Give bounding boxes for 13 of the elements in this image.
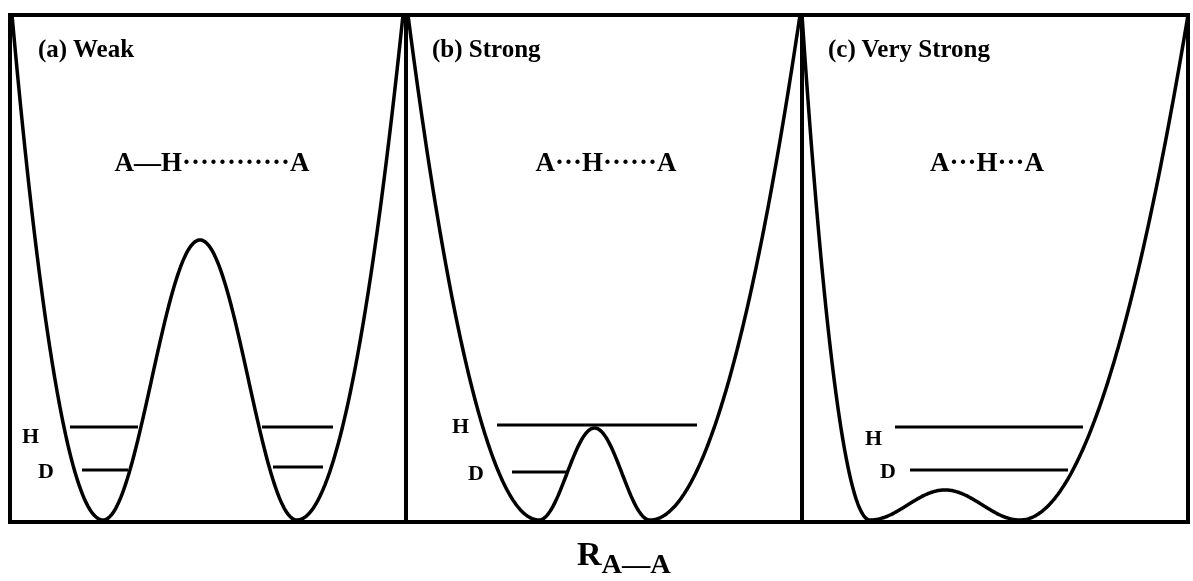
panel-title: (a) Weak bbox=[38, 35, 135, 63]
energy-level-label: H bbox=[452, 413, 470, 439]
bond-notation: A···H······A bbox=[534, 147, 678, 178]
bond-notation: A···H···A bbox=[929, 147, 1045, 178]
energy-level-label: D bbox=[468, 460, 484, 486]
panel-title: (b) Strong bbox=[432, 35, 541, 63]
axis-label: R$_{A—A}$ bbox=[577, 535, 671, 580]
energy-level-label: D bbox=[880, 458, 896, 484]
bond-notation: A—H············A bbox=[113, 147, 311, 178]
panel-title: (c) Very Strong bbox=[828, 35, 991, 63]
energy-level-label: H bbox=[22, 423, 40, 449]
energy-level-label: D bbox=[38, 458, 54, 484]
energy-level-label: H bbox=[865, 425, 883, 451]
